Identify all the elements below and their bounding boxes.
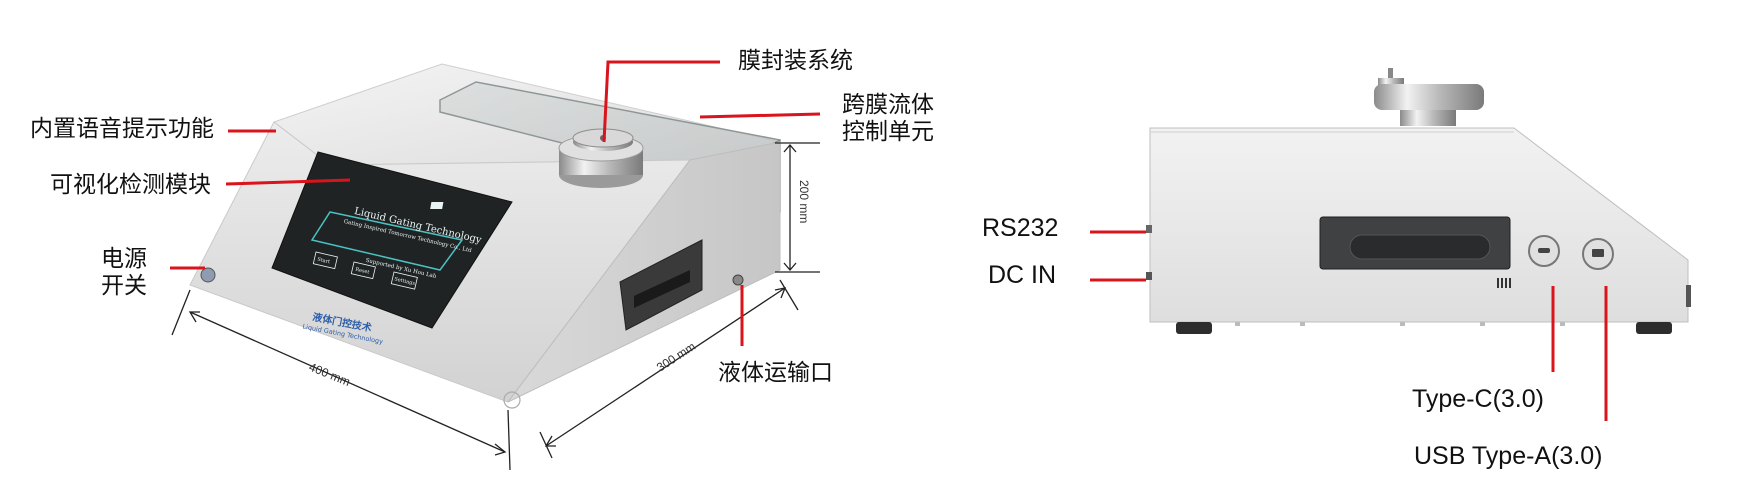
seal-knob	[558, 128, 644, 188]
device-side-view	[1146, 68, 1691, 334]
callout-visual-detection-line	[225, 178, 351, 186]
label-fluid-control: 跨膜流体 控制单元	[842, 92, 952, 146]
screen-buttons: Start Reset Settings	[312, 251, 418, 290]
label-power-switch-line-2: 开关	[101, 273, 147, 299]
device-perspective: Liquid Gating Technology Gating Inspired…	[171, 63, 820, 471]
dimension-depth	[539, 279, 799, 459]
callout-membrane-seal-line	[602, 60, 720, 143]
dimension-depth-label: 300 mm	[654, 339, 698, 374]
label-visual-detection: 可视化检测模块	[50, 172, 211, 198]
label-fluid-control-line-2: 控制单元	[842, 119, 934, 145]
label-voice-prompt: 内置语音提示功能	[30, 116, 214, 142]
label-power-switch-line-1: 电源	[101, 246, 147, 272]
label-fluid-control-line-1: 跨膜流体	[842, 92, 934, 118]
label-dc-in: DC IN	[988, 261, 1057, 289]
dimension-width-label: 400 mm	[307, 360, 352, 389]
callout-fluid-control-line	[699, 112, 821, 119]
liquid-port	[732, 274, 744, 286]
dimension-width	[171, 289, 511, 471]
side-knob	[1374, 68, 1484, 126]
callout-lines	[170, 60, 1608, 421]
label-liquid-port: 液体运输口	[718, 360, 833, 386]
dimension-height	[775, 142, 820, 273]
screen-button-reset: Reset	[355, 267, 370, 276]
screen-button-settings: Settings	[394, 276, 416, 287]
label-membrane-seal: 膜封装系统	[738, 48, 853, 74]
label-type-c: Type-C(3.0)	[1412, 385, 1544, 413]
label-power-switch: 电源 开关	[101, 246, 161, 300]
dimension-height-label: 200 mm	[797, 180, 811, 223]
touch-screen	[271, 151, 513, 329]
screen-button-start: Start	[317, 257, 331, 266]
label-rs232: RS232	[982, 214, 1059, 242]
power-button	[200, 267, 216, 283]
label-usb-a: USB Type-A(3.0)	[1414, 442, 1603, 470]
